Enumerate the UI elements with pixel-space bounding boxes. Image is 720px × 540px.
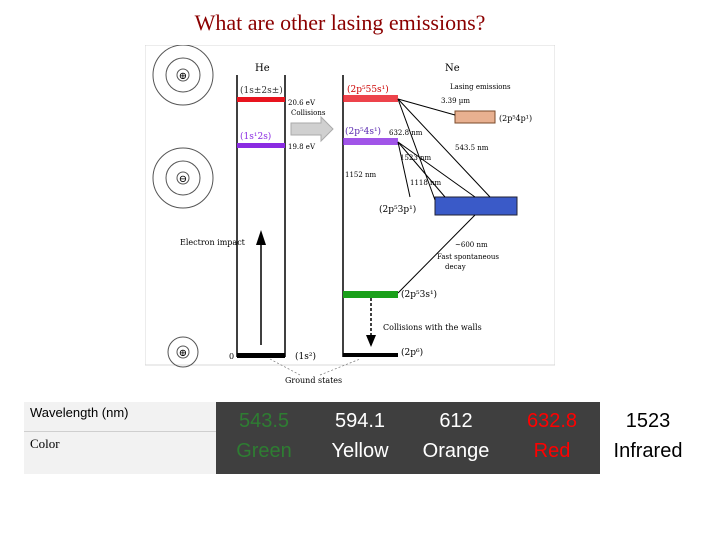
fast-decay-label-2: decay bbox=[445, 263, 466, 271]
wavelength-value: 612 bbox=[439, 410, 473, 432]
table-cell-orange: 612 Orange bbox=[408, 402, 504, 474]
lasing-emissions-label: Lasing emissions bbox=[450, 83, 511, 91]
ne-3s-bar bbox=[343, 291, 398, 298]
ne-3p-label: (2p⁵3p¹) bbox=[379, 204, 416, 215]
ne-5s-bar bbox=[343, 95, 398, 102]
wl-632.8-label: 632.8 nm bbox=[389, 129, 423, 137]
fast-decay-label-1: Fast spontaneous bbox=[437, 253, 499, 261]
energy-20.6-label: 20.6 eV bbox=[288, 99, 316, 107]
electron-impact-arrow-icon bbox=[256, 230, 266, 245]
wl-1118-label: 1118 nm bbox=[410, 179, 442, 187]
ne-label: Ne bbox=[445, 63, 460, 74]
wl-600-label: ~600 nm bbox=[455, 241, 488, 249]
table-cell-yellow: 594.1 Yellow bbox=[312, 402, 408, 474]
color-value: Infrared bbox=[613, 440, 683, 462]
wl-3390-label: 3.39 µm bbox=[441, 97, 470, 105]
table-cell-infrared: 1523 Infrared bbox=[600, 402, 696, 474]
table-divider bbox=[24, 431, 216, 432]
color-row-label: Color bbox=[30, 436, 60, 451]
collisions-arrow-icon bbox=[290, 115, 334, 143]
he-atom-excited-1-icon: ⊕ bbox=[152, 45, 214, 106]
he-level-2-label: (1s¹2s) bbox=[240, 131, 271, 142]
he-atom-ground-icon: ⊕ bbox=[167, 336, 199, 368]
he-ground-label: (1s²) bbox=[295, 351, 316, 362]
svg-text:⊕: ⊕ bbox=[179, 348, 187, 359]
ne-4p-label: (2p⁵4p¹) bbox=[499, 114, 532, 123]
wavelength-row-label: Wavelength (nm) bbox=[30, 405, 129, 420]
he-level-20.6-bar bbox=[237, 97, 285, 102]
collisions-walls-arrow-icon bbox=[366, 335, 376, 347]
lasing-arrows bbox=[397, 98, 491, 294]
he-level-19.8-bar bbox=[237, 143, 285, 148]
color-value: Red bbox=[533, 440, 571, 462]
ground-states-label: Ground states bbox=[285, 376, 342, 385]
wl-543.5-label: 543.5 nm bbox=[455, 144, 489, 152]
ne-ground-bar bbox=[343, 353, 398, 357]
energy-0-label: 0 bbox=[229, 352, 234, 361]
color-value: Yellow bbox=[331, 440, 389, 462]
he-level-1-label: (1s±2s±) bbox=[240, 85, 283, 96]
energy-19.8-label: 19.8 eV bbox=[288, 143, 316, 151]
wavelength-value: 1523 bbox=[625, 410, 671, 432]
wavelength-value: 543.5 bbox=[238, 410, 290, 432]
wl-1152-label: 1152 nm bbox=[345, 171, 377, 179]
wavelength-value: 632.8 bbox=[526, 410, 578, 432]
table-cell-red: 632.8 Red bbox=[504, 402, 600, 474]
ne-5s-label: (2p⁵55s¹) bbox=[347, 84, 389, 95]
ne-4p-bar bbox=[454, 110, 496, 124]
he-ne-energy-level-diagram: ⊕ ⊖ ⊕ He (1s±2s±) (1s¹2s) (1s²) 20.6 eV … bbox=[145, 45, 555, 385]
ne-3p-bar bbox=[434, 196, 518, 216]
collisions-label: Collisions bbox=[291, 109, 326, 117]
he-atom-excited-2-icon: ⊖ bbox=[152, 147, 214, 209]
ne-ground-label: (2p⁶) bbox=[401, 347, 423, 358]
color-value: Green bbox=[236, 440, 292, 462]
electron-impact-label: Electron impact bbox=[180, 238, 246, 247]
wavelength-value: 594.1 bbox=[334, 410, 386, 432]
ne-3s-label: (2p⁵3s¹) bbox=[401, 289, 437, 300]
svg-text:⊕: ⊕ bbox=[179, 71, 187, 82]
wl-1523-label: 1523 nm bbox=[400, 154, 432, 162]
table-label-background bbox=[24, 402, 216, 474]
svg-text:⊖: ⊖ bbox=[179, 174, 187, 185]
slide-title: What are other lasing emissions? bbox=[194, 10, 486, 35]
color-value: Orange bbox=[422, 440, 490, 462]
he-ground-bar bbox=[237, 353, 285, 358]
ne-4s-label: (2p⁵4s¹) bbox=[345, 126, 381, 137]
table-cell-green: 543.5 Green bbox=[216, 402, 312, 474]
collisions-walls-label: Collisions with the walls bbox=[383, 323, 482, 332]
ne-4s-bar bbox=[343, 138, 398, 145]
he-label: He bbox=[255, 63, 270, 74]
